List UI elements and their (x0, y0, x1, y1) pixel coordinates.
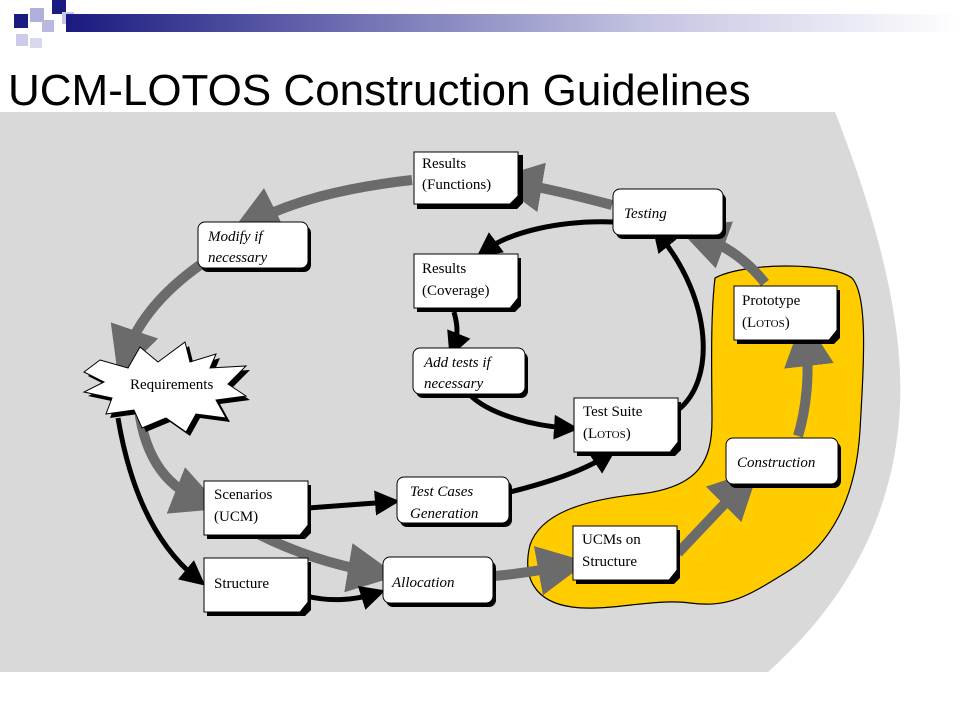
arrow-testing-to-results-functions (492, 162, 614, 213)
arrow-scenarios-to-test-cases (307, 490, 400, 516)
node-label: Modify if (207, 229, 264, 245)
node-test-cases: Test Cases Generation (396, 476, 512, 527)
node-allocation: Allocation (382, 556, 496, 607)
header-square-pale (16, 34, 28, 46)
node-label: necessary (208, 250, 267, 266)
node-label: Generation (410, 506, 478, 522)
arrow-allocation-to-ucms (493, 546, 588, 596)
arrow-structure-to-allocation (305, 585, 386, 610)
node-label: Structure (214, 576, 269, 592)
header-gradient-bar (66, 14, 960, 32)
header-square-navy (52, 0, 66, 14)
node-label: Add tests if (423, 355, 492, 371)
node-label: Results (422, 261, 466, 277)
node-label: Testing (624, 206, 667, 222)
header-square-lavender (42, 20, 54, 32)
arrow-test-suite-to-testing (652, 226, 706, 412)
node-label: (LOTOS) (742, 315, 790, 331)
node-label: (UCM) (214, 509, 258, 525)
node-testing: Testing (612, 188, 726, 239)
node-results-coverage: Results (Coverage) (413, 253, 521, 312)
header-square-pale (30, 38, 42, 48)
node-label: (Coverage) (422, 283, 489, 299)
slide-title: UCM-LOTOS Construction Guidelines (8, 66, 751, 115)
node-results-functions: Results (Functions) (413, 151, 523, 209)
arrow-modify-to-requirements (110, 260, 203, 378)
node-construction: Construction (725, 437, 841, 488)
arrow-ucms-to-construction (674, 469, 759, 557)
node-scenarios: Scenarios (UCM) (203, 480, 311, 539)
arrow-scenarios-to-allocation (255, 529, 398, 593)
node-label: Scenarios (214, 487, 272, 503)
node-label: Requirements (130, 377, 213, 393)
node-label: Prototype (742, 293, 801, 309)
node-add-tests: Add tests if necessary (412, 347, 528, 398)
arrow-results-coverage-to-add-tests (447, 311, 471, 358)
header-square-navy (14, 14, 28, 28)
node-label: Test Cases (410, 484, 473, 500)
node-label: Results (422, 156, 466, 172)
node-label: Test Suite (583, 404, 643, 420)
node-label: Structure (582, 554, 637, 570)
arrow-construction-to-prototype (784, 316, 834, 438)
arrow-add-tests-to-test-suite (468, 393, 579, 440)
node-label: (Functions) (422, 177, 491, 193)
node-prototype: Prototype (LOTOS) (733, 285, 840, 344)
arrow-testing-to-results-coverage (476, 219, 615, 258)
node-modify-if-necessary: Modify if necessary (197, 221, 311, 272)
header-square-lavender (30, 8, 44, 22)
node-test-suite: Test Suite (LOTOS) (573, 397, 681, 456)
arrow-test-cases-to-test-suite (509, 449, 616, 495)
node-structure: Structure (203, 557, 311, 616)
node-ucms-on-structure: UCMs on Structure (572, 525, 680, 584)
node-label: (LOTOS) (583, 426, 631, 442)
node-label: Allocation (391, 575, 455, 591)
construction-highlight-region (527, 265, 865, 609)
arrow-prototype-to-testing (677, 221, 769, 287)
arrow-requirements-to-structure (115, 417, 206, 586)
node-label: UCMs on (582, 532, 641, 548)
node-label: necessary (424, 376, 483, 392)
node-label: Construction (737, 455, 815, 471)
arrow-results-to-modify (230, 175, 413, 233)
node-requirements: Requirements (82, 341, 250, 436)
